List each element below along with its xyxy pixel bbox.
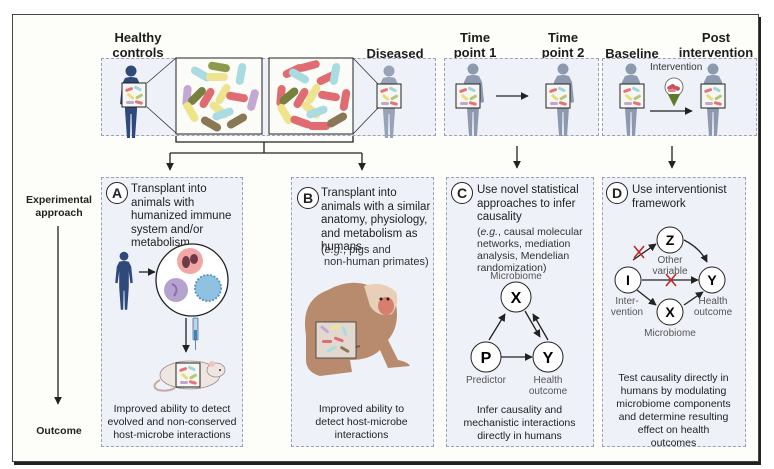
- edge-i-to-x: [636, 289, 657, 306]
- header-post-intervention: Post intervention: [678, 30, 754, 60]
- panel-d-title: Use interventionist framework: [632, 184, 727, 210]
- panel-d-outcome: Test causality directly in humans by mod…: [616, 372, 731, 449]
- header-time-point-2: Time point 2: [541, 30, 585, 60]
- panel-b-letter: B: [297, 187, 319, 209]
- blocked-edge-i-z-icon: [633, 245, 645, 259]
- panel-c-title: Use novel statistical approaches to infe…: [477, 184, 579, 223]
- panel-c-example: (e.g., causal molecular networks, mediat…: [477, 226, 583, 274]
- node-x: [500, 281, 532, 313]
- node-z-label: Z: [666, 232, 675, 248]
- node-p: [470, 341, 502, 373]
- edge-x-to-y: [683, 291, 704, 306]
- node-y-caption: Health outcome: [693, 296, 733, 318]
- node-y-caption: Health outcome: [528, 375, 568, 397]
- node-i: [614, 266, 642, 294]
- panel-c-outcome: Infer causality and mechanistic interact…: [463, 404, 576, 442]
- node-y-label: Y: [707, 272, 717, 288]
- panel-b-title: Transplant into animals with a similar a…: [321, 187, 431, 253]
- node-x-label: X: [665, 304, 675, 320]
- panel-d-letter: D: [606, 182, 628, 204]
- panel-c: [446, 177, 594, 447]
- healthy-microbiome-zoom: [175, 57, 263, 135]
- intervention-microbe-icon: [664, 77, 684, 97]
- header-diseased: Diseased: [366, 46, 424, 61]
- node-y: [532, 341, 564, 373]
- label-outcome: Outcome: [36, 425, 82, 437]
- header-baseline: Baseline: [605, 46, 659, 61]
- node-z: [656, 226, 684, 254]
- header-healthy-controls: Healthy controls: [112, 30, 164, 60]
- edge-z-to-y: [683, 239, 708, 263]
- edge-p-to-x: [488, 313, 506, 341]
- blocked-edge-i-y-icon: [665, 273, 677, 287]
- edge-i-to-z: [632, 243, 657, 261]
- intervention-label: Intervention: [650, 62, 703, 73]
- node-p-label: P: [481, 350, 492, 367]
- node-z-caption: Other variable: [652, 255, 688, 277]
- panel-b-outcome: Improved ability to detect host-microbe …: [315, 403, 408, 441]
- node-x-label: X: [511, 290, 522, 307]
- panel-a-letter: A: [106, 182, 128, 204]
- node-i-label: I: [626, 272, 630, 288]
- edge-x-to-y: [524, 310, 541, 338]
- node-i-caption: Inter- vention: [610, 296, 644, 318]
- non-human-primate-icon: [304, 282, 410, 376]
- node-y: [698, 266, 726, 294]
- diseased-microbiome-zoom: [268, 57, 354, 135]
- edge-y-to-x: [532, 313, 549, 341]
- panel-b-example: (e.g., pigs and non-human primates): [321, 244, 429, 268]
- panel-c-letter: C: [451, 182, 473, 204]
- node-p-caption: Predictor: [465, 375, 506, 386]
- label-experimental-approach: Experimental approach: [26, 194, 92, 219]
- panel-a-outcome: Improved ability to detect evolved and n…: [107, 403, 237, 441]
- neutrophil-icon: [177, 248, 203, 274]
- panel-a-title: Transplant into animals with humanized i…: [131, 183, 232, 249]
- header-time-point-1: Time point 1: [453, 30, 497, 60]
- node-x-caption: Microbiome: [644, 328, 696, 339]
- panel-a: [101, 177, 243, 447]
- node-y-label: Y: [543, 350, 554, 367]
- node-x: [656, 298, 684, 326]
- humanized-mouse-icon: [153, 360, 226, 392]
- node-x-caption: Microbiome: [490, 271, 542, 282]
- dendritic-cell-icon: [194, 274, 222, 302]
